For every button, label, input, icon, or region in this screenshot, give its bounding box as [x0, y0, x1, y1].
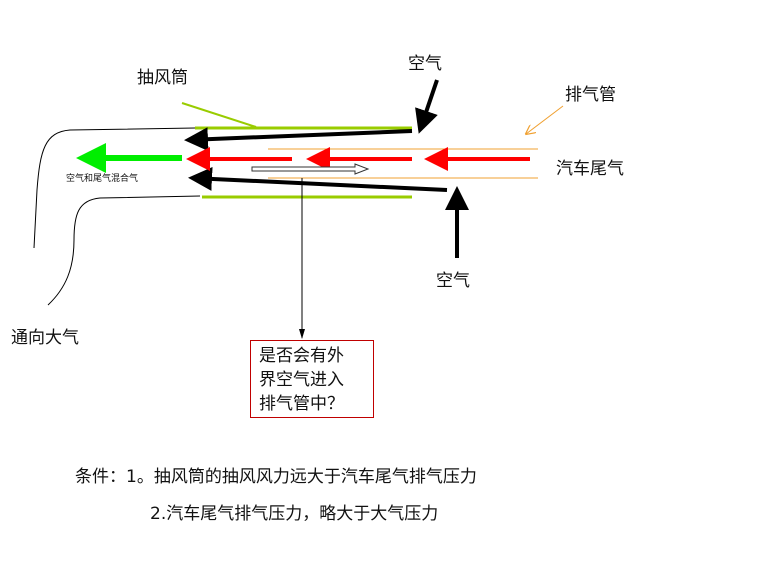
label-air-bottom: 空气: [436, 271, 470, 291]
label-car-exhaust: 汽车尾气: [556, 159, 624, 179]
suction-flow-upper: [184, 127, 413, 152]
pipe-pointer: [526, 105, 564, 134]
label-to-atmosphere: 通向大气: [11, 328, 79, 348]
duct-lower-wall: [47, 195, 201, 306]
air-arrow-top: [415, 79, 439, 134]
condition-line-1: 条件：1。抽风筒的抽风风力远大于汽车尾气排气压力: [75, 467, 477, 487]
hood-pointer: [181, 102, 257, 128]
label-exhaust-pipe: 排气管: [565, 85, 616, 105]
duct-upper-wall: [33, 127, 196, 249]
label-exhaust-hood: 抽风筒: [137, 68, 188, 88]
label-air-top: 空气: [408, 54, 442, 74]
question-line-2: 界空气进入: [259, 370, 344, 390]
question-line-1: 是否会有外: [259, 346, 344, 366]
condition-line-2: 2.汽车尾气排气压力，略大于大气压力: [150, 504, 439, 524]
question-line-3: 排气管中？: [259, 394, 344, 414]
question-box: 是否会有外 界空气进入 排气管中？: [250, 340, 374, 418]
label-mixed-gas: 空气和尾气混合气: [66, 174, 139, 184]
inflow-question-arrow: [251, 163, 370, 175]
suction-flow-lower: [188, 166, 448, 192]
